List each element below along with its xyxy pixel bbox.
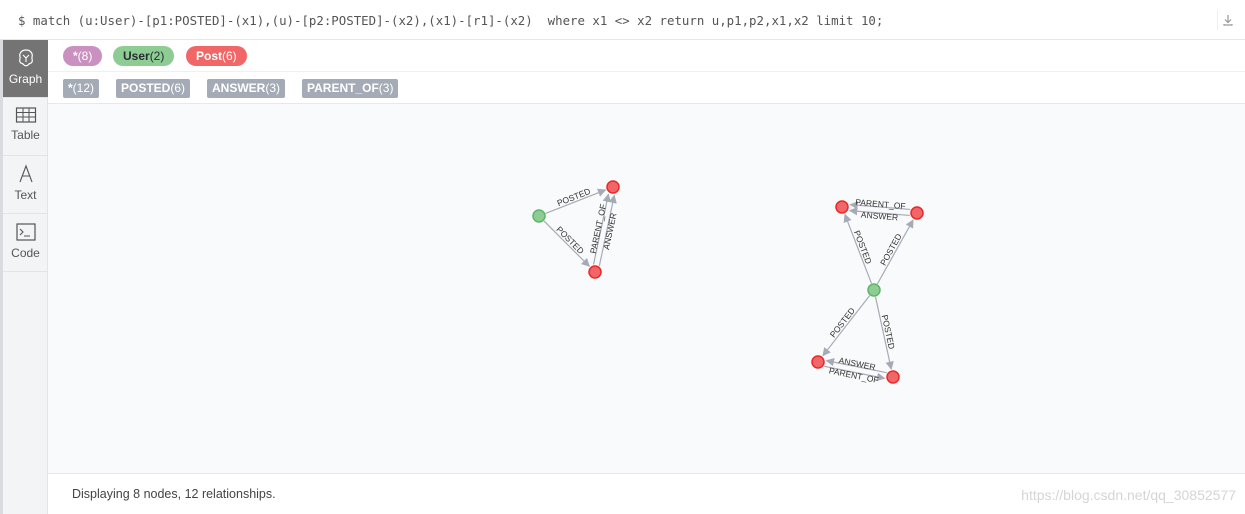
relationship-edge-answer[interactable]: [825, 357, 887, 374]
rel-type-tag-answer[interactable]: ANSWER(3): [207, 79, 286, 98]
relationship-edge-posted[interactable]: [822, 295, 871, 357]
relationship-edge-parent-of[interactable]: [849, 201, 911, 211]
label-pill-all[interactable]: *(8): [63, 46, 103, 66]
rel-type-tag-posted[interactable]: POSTED(6): [116, 79, 191, 98]
graph-view-label: Graph: [8, 72, 43, 86]
status-text: Displaying 8 nodes, 12 relationships.: [72, 487, 276, 501]
rel-type-name: ANSWER: [212, 81, 266, 95]
query-text[interactable]: $ match (u:User)-[p1:POSTED]-(x1),(u)-[p…: [18, 13, 884, 28]
rel-type-count: (6): [170, 81, 186, 95]
relationship-label: ANSWER: [861, 210, 899, 223]
relationship-edge-answer[interactable]: [848, 207, 910, 217]
query-bar: $ match (u:User)-[p1:POSTED]-(x1),(u)-[p…: [0, 0, 1245, 40]
relationship-edge-posted[interactable]: [843, 213, 873, 284]
label-pill-name: User: [123, 49, 150, 63]
text-view-button[interactable]: Text: [3, 156, 48, 214]
rel-type-count: (12): [72, 81, 95, 95]
graph-icon: [16, 48, 36, 68]
user-node[interactable]: [532, 209, 546, 223]
label-pill-user[interactable]: User(2): [113, 46, 175, 66]
post-node[interactable]: [910, 206, 924, 220]
post-node[interactable]: [588, 265, 602, 279]
relationship-types-row: *(12) POSTED(6) ANSWER(3) PARENT_OF(3): [48, 72, 1245, 104]
code-view-label: Code: [11, 246, 40, 260]
relationship-edge-parent-of[interactable]: [824, 365, 886, 382]
watermark: https://blog.csdn.net/qq_30852577: [1021, 487, 1236, 503]
text-view-label: Text: [14, 188, 37, 202]
nodes-layer: [532, 180, 924, 384]
result-view-sidebar: Graph Table Text Code: [0, 40, 48, 514]
post-node[interactable]: [886, 370, 900, 384]
rel-type-count: (3): [265, 81, 281, 95]
relationship-label: PARENT_OF: [855, 197, 906, 211]
relationship-label: POSTED: [556, 186, 592, 208]
rel-type-count: (3): [378, 81, 394, 95]
table-view-button[interactable]: Table: [3, 98, 48, 156]
relationship-label: POSTED: [880, 314, 897, 350]
relationship-label: POSTED: [878, 232, 904, 267]
label-pill-name: Post: [196, 49, 223, 63]
relationship-label: POSTED: [852, 229, 874, 265]
label-pill-count: (8): [77, 49, 93, 63]
download-icon[interactable]: [1217, 10, 1237, 30]
relationship-label: POSTED: [554, 224, 586, 256]
rel-type-name: *: [68, 81, 73, 95]
relationship-edge-posted[interactable]: [876, 219, 914, 285]
label-pill-name: *: [73, 49, 78, 63]
rel-type-name: PARENT_OF: [307, 81, 379, 95]
post-node[interactable]: [835, 200, 849, 214]
relationship-label: POSTED: [828, 306, 857, 340]
status-bar: Displaying 8 nodes, 12 relationships. ht…: [48, 473, 1245, 514]
rel-type-name: POSTED: [121, 81, 171, 95]
table-icon: [15, 106, 37, 124]
rel-type-tag-parent-of[interactable]: PARENT_OF(3): [302, 79, 399, 98]
relationship-edge-parent-of[interactable]: [592, 193, 611, 265]
node-labels-row: *(8) User(2) Post(6): [48, 40, 1245, 72]
post-node[interactable]: [811, 355, 825, 369]
rel-type-tag-all[interactable]: *(12): [63, 79, 100, 98]
code-view-button[interactable]: Code: [3, 214, 48, 272]
label-pill-count: (2): [149, 49, 165, 63]
label-pill-post[interactable]: Post(6): [186, 46, 247, 66]
relationship-edge-posted[interactable]: [545, 188, 607, 215]
post-node[interactable]: [606, 180, 620, 194]
relationship-edge-posted[interactable]: [543, 220, 590, 267]
text-icon: [16, 164, 36, 184]
user-node[interactable]: [867, 283, 881, 297]
code-icon: [15, 222, 37, 242]
relationship-edge-posted[interactable]: [874, 296, 894, 371]
sidebar-edge: [0, 40, 3, 514]
graph-view-button[interactable]: Graph: [3, 40, 48, 98]
relationship-edge-answer[interactable]: [598, 194, 617, 266]
label-pill-count: (6): [222, 49, 237, 63]
table-view-label: Table: [11, 128, 40, 142]
